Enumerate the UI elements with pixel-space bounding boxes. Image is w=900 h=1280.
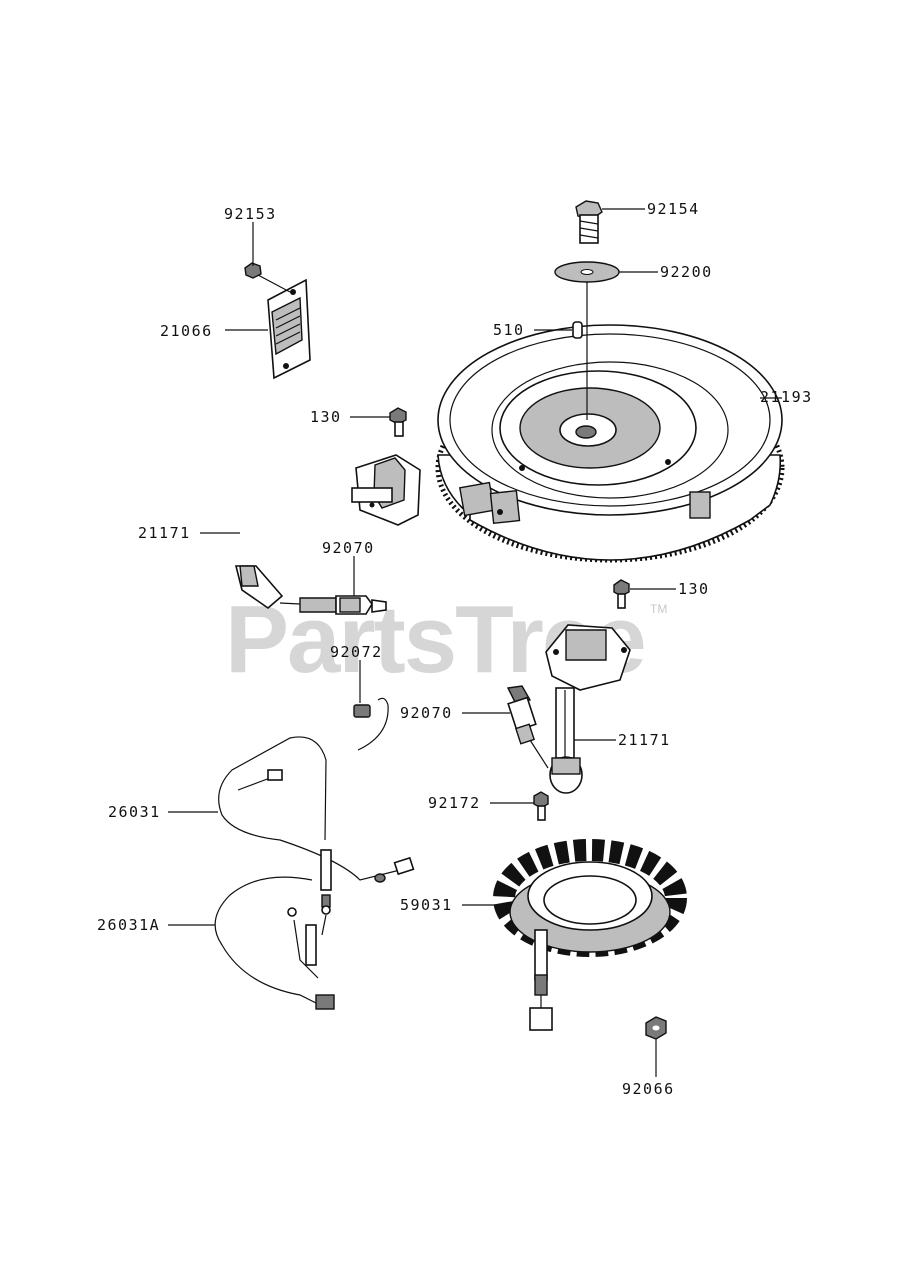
- label-92070-left: 92070: [322, 539, 375, 557]
- label-510: 510: [493, 321, 525, 339]
- label-59031: 59031: [400, 896, 453, 914]
- label-21193: 21193: [760, 388, 813, 406]
- label-92070-right: 92070: [400, 704, 453, 722]
- regulator-icon: [267, 278, 311, 380]
- screw-130-top-icon: [389, 407, 407, 437]
- label-26031A: 26031A: [97, 916, 160, 934]
- ignition-coil-lower-icon: [545, 624, 631, 794]
- stator-icon: [493, 839, 687, 1031]
- leader-lines: [168, 208, 782, 1077]
- watermark-trademark: TM: [650, 602, 667, 616]
- label-21171-right: 21171: [618, 731, 671, 749]
- spark-plug-right-icon: [506, 685, 549, 769]
- label-21171-left: 21171: [138, 524, 191, 542]
- label-92072: 92072: [330, 643, 383, 661]
- wire-clip-icon: [353, 697, 389, 751]
- harness-icon: [218, 736, 415, 908]
- label-92200: 92200: [660, 263, 713, 281]
- label-92153: 92153: [224, 205, 277, 223]
- screw-130-right-icon: [613, 579, 630, 609]
- flywheel-icon: [435, 324, 785, 563]
- screw-92153-icon: [244, 262, 291, 293]
- key-icon: [572, 321, 583, 339]
- label-92172: 92172: [428, 794, 481, 812]
- label-130-top: 130: [310, 408, 342, 426]
- harness-a-icon: [214, 876, 335, 1010]
- ignition-coil-icon: [234, 454, 421, 610]
- label-21066: 21066: [160, 322, 213, 340]
- part-labels: 92153 21066 92154 92200 510 21193 130 21…: [97, 200, 813, 1098]
- label-92066: 92066: [622, 1080, 675, 1098]
- screw-92172-icon: [533, 791, 549, 821]
- washer-icon: [554, 261, 620, 283]
- bolt-icon: [575, 200, 603, 244]
- label-92154: 92154: [647, 200, 700, 218]
- spark-plug-icon: [279, 595, 387, 615]
- label-26031: 26031: [108, 803, 161, 821]
- nut-icon: [645, 1016, 667, 1040]
- label-130-right: 130: [678, 580, 710, 598]
